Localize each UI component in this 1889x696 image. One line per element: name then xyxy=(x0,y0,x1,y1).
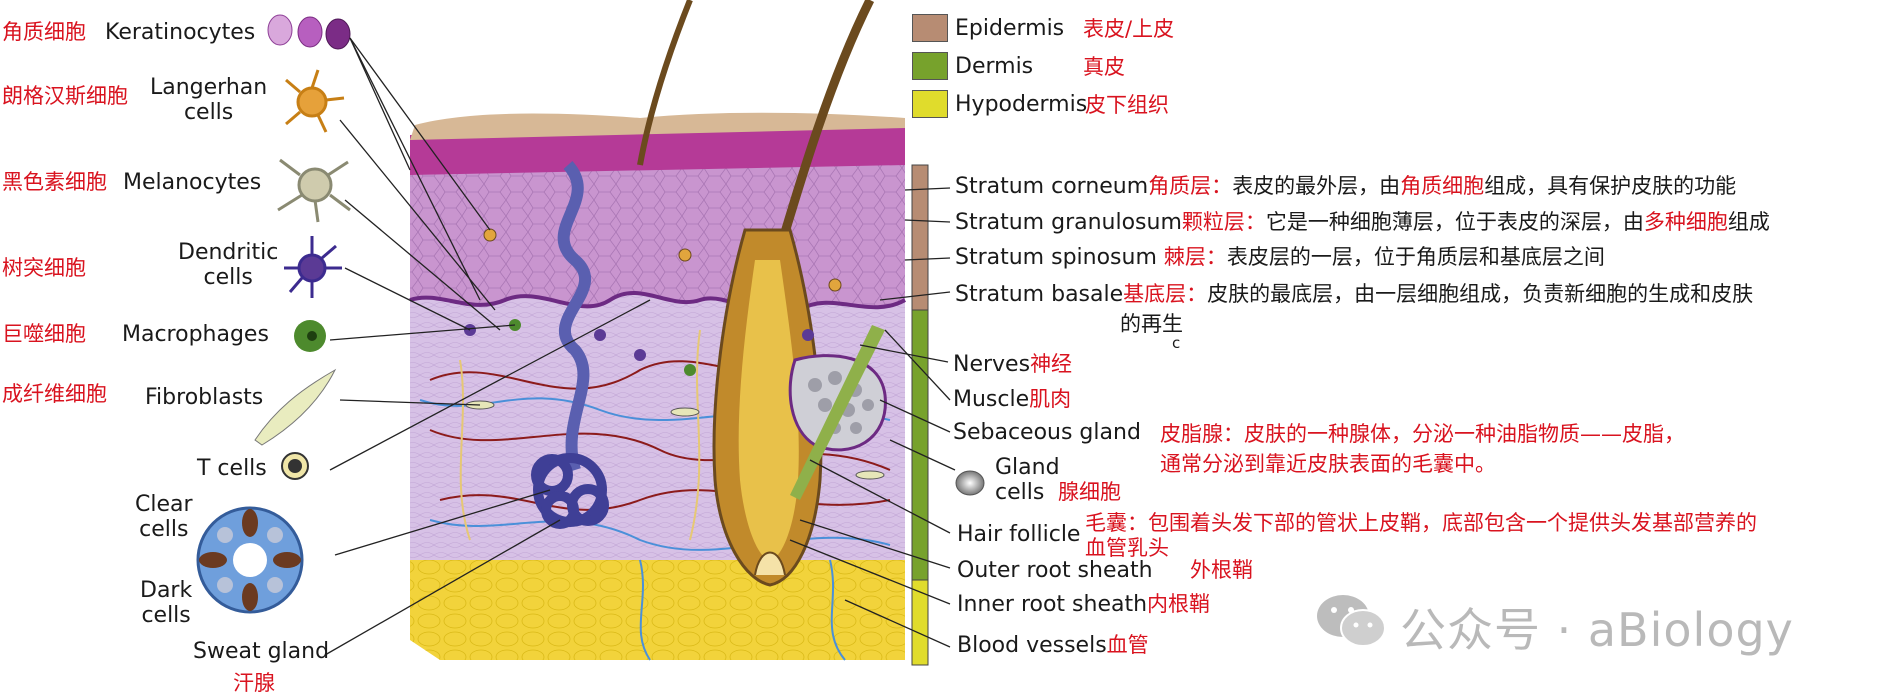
blood-vessels-cn: 血管 xyxy=(1106,633,1149,657)
legend-swatch-hypodermis xyxy=(912,90,948,118)
nerves-en: Nerves xyxy=(953,352,1031,377)
label-stratum-basale: Stratum basale基底层：皮肤的最底层，由一层细胞组成，负责新细胞的生… xyxy=(955,282,1753,307)
legend-swatch-dermis xyxy=(912,52,948,80)
legend-cn-dermis: 真皮 xyxy=(1083,55,1125,79)
label-stratum-corneum: Stratum corneum角质层：表皮的最外层，由角质细胞组成，具有保护皮肤… xyxy=(955,174,1736,199)
sebaceous-gland-cn-line2: 通常分泌到靠近皮肤表面的毛囊中。 xyxy=(1160,452,1496,476)
label-cn-melanocytes: 黑色素细胞 xyxy=(2,170,107,194)
label-cn-keratinocytes: 角质细胞 xyxy=(2,20,86,44)
stratum-granulosum-desc: 它是一种细胞薄层，位于表皮的深层，由 xyxy=(1265,210,1644,234)
gland-cells-icon xyxy=(955,470,985,496)
stratum-basale-desc-line2: 的再生 xyxy=(1120,312,1183,336)
sweat-gland-cross-section-icon xyxy=(196,506,304,614)
fibroblast-icon xyxy=(254,368,337,446)
legend-label-hypodermis: Hypodermis xyxy=(955,92,1088,117)
macrophage-icon xyxy=(294,320,326,352)
sweat-gland-coil xyxy=(531,453,609,529)
stratum-spinosum-en: Stratum spinosum xyxy=(955,245,1157,270)
label-muscle: Muscle肌肉 xyxy=(953,387,1071,412)
langerhans-cell-icon xyxy=(285,69,345,133)
layer-bar-hypodermis xyxy=(911,579,929,666)
muscle-cn: 肌肉 xyxy=(1029,387,1072,411)
t-cell-icon xyxy=(281,452,309,480)
label-clear-cells: Clear cells xyxy=(135,492,193,543)
stratum-basale-en: Stratum basale xyxy=(955,282,1124,307)
label-cn-sweat-gland: 汗腺 xyxy=(233,671,275,695)
inner-root-sheath-cn: 内根鞘 xyxy=(1147,592,1211,616)
stratum-corneum-desc2: 组成，具有保护皮肤的功能 xyxy=(1484,174,1737,198)
label-cn-fibroblasts: 成纤维细胞 xyxy=(2,382,107,406)
stratum-granulosum-highlight: 多种细胞 xyxy=(1643,210,1728,234)
sebaceous-gland-cn-line1: 皮脂腺：皮肤的一种腺体，分泌一种油脂物质——皮脂， xyxy=(1160,422,1685,446)
legend-cn-hypodermis: 皮下组织 xyxy=(1085,93,1169,117)
stratum-corneum-desc: 表皮的最外层，由 xyxy=(1232,174,1401,198)
label-fibroblasts: Fibroblasts xyxy=(145,385,264,410)
layer-bar-epidermis xyxy=(911,164,929,311)
hair-follicle-cn-line1: 毛囊：包围着头发下部的管状上皮鞘，底部包含一个提供头发基部营养的 xyxy=(1085,511,1757,535)
melanocyte-icon xyxy=(277,158,351,223)
stratum-spinosum-desc: 表皮层的一层，位于角质层和基底层之间 xyxy=(1226,245,1605,269)
sweat-gland-duct xyxy=(557,160,592,472)
muscle-en: Muscle xyxy=(953,387,1030,412)
hair-shaft-left xyxy=(637,0,693,166)
arrector-pili-muscle xyxy=(790,325,885,500)
label-cn-langerhans: 朗格汉斯细胞 xyxy=(2,84,128,108)
stratum-granulosum-desc2: 组成 xyxy=(1727,210,1770,234)
label-keratinocytes: Keratinocytes xyxy=(105,20,256,45)
label-outer-root-sheath: Outer root sheath xyxy=(957,558,1153,583)
label-melanocytes: Melanocytes xyxy=(123,170,262,195)
label-nerves: Nerves神经 xyxy=(953,352,1072,377)
label-macrophages: Macrophages xyxy=(122,322,269,347)
label-inner-root-sheath: Inner root sheath内根鞘 xyxy=(957,592,1210,617)
label-sebaceous-gland: Sebaceous gland xyxy=(953,420,1141,445)
label-hair-follicle: Hair follicle xyxy=(957,522,1081,547)
leader-lines xyxy=(324,37,956,656)
stratum-corneum-highlight: 角质细胞 xyxy=(1400,174,1485,198)
nerves xyxy=(459,329,701,541)
label-cn-dendritic: 树突细胞 xyxy=(2,256,86,280)
inner-root-sheath xyxy=(738,260,799,560)
label-langerhans: Langerhan cells xyxy=(150,75,268,126)
label-dark-cells: Dark cells xyxy=(140,578,193,629)
label-stratum-spinosum: Stratum spinosum 棘层：表皮层的一层，位于角质层和基底层之间 xyxy=(955,245,1605,270)
label-stratum-granulosum: Stratum granulosum颗粒层：它是一种细胞薄层，位于表皮的深层，由… xyxy=(955,210,1770,235)
stratum-basale-cn: 基底层： xyxy=(1123,282,1208,306)
legend-swatch-epidermis xyxy=(912,14,948,42)
hair-papilla xyxy=(754,551,786,576)
legend-label-epidermis: Epidermis xyxy=(955,16,1065,41)
label-gland-cells: Gland cells xyxy=(995,455,1060,506)
watermark: 公众号 · aBiology xyxy=(1400,603,1794,657)
label-sweat-gland: Sweat gland xyxy=(193,639,330,664)
stratum-spinosum-cn: 棘层： xyxy=(1163,245,1227,269)
wechat-logo-icon xyxy=(1317,595,1386,647)
label-cn-gland-cells: 腺细胞 xyxy=(1058,480,1121,504)
stratum-corneum-cn: 角质层： xyxy=(1148,174,1233,198)
hair-follicle-cn-line2: 血管乳头 xyxy=(1085,536,1169,560)
stratum-granulosum-cn: 颗粒层： xyxy=(1181,210,1266,234)
label-cn-outer-root-sheath: 外根鞘 xyxy=(1190,558,1253,582)
layer-bar-dermis xyxy=(911,309,929,581)
dendritic-cell-icon xyxy=(284,236,342,298)
label-blood-vessels: Blood vessels血管 xyxy=(957,633,1149,658)
stray-mark: c xyxy=(1172,334,1181,352)
stratum-granulosum-en: Stratum granulosum xyxy=(955,210,1182,235)
skin-surface xyxy=(410,112,905,140)
nerves-cn: 神经 xyxy=(1030,352,1073,376)
legend-cn-epidermis: 表皮/上皮 xyxy=(1083,17,1175,41)
label-dendritic: Dendritic cells xyxy=(178,240,279,291)
inner-root-sheath-en: Inner root sheath xyxy=(957,592,1148,617)
stratum-basale-desc: 皮肤的最底层，由一层细胞组成，负责新细胞的生成和皮肤 xyxy=(1207,282,1754,306)
legend-label-dermis: Dermis xyxy=(955,54,1034,79)
label-t-cells: T cells xyxy=(197,456,267,481)
blood-vessels-en: Blood vessels xyxy=(957,633,1107,658)
label-cn-macrophages: 巨噬细胞 xyxy=(2,322,86,346)
stratum-corneum-en: Stratum corneum xyxy=(955,174,1149,199)
keratinocyte-icons xyxy=(267,14,351,50)
